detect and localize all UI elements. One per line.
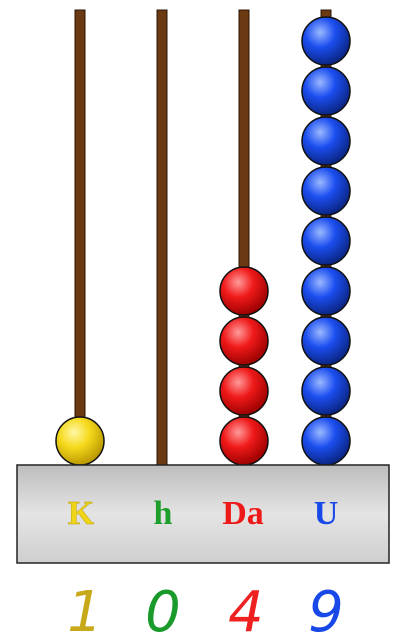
bead-u — [301, 366, 351, 416]
bead-u — [301, 216, 351, 266]
bead-u — [301, 116, 351, 166]
digit-hundreds: 0 — [145, 580, 181, 640]
column-label-k: K — [68, 495, 95, 532]
bead-u — [301, 316, 351, 366]
bead-da — [219, 416, 269, 466]
digit-thousands: 1 — [67, 580, 103, 640]
bead-u — [301, 16, 351, 66]
bead-u — [301, 66, 351, 116]
column-label-da: Da — [222, 495, 264, 532]
column-label-h: h — [154, 495, 173, 532]
bead-u — [301, 416, 351, 466]
bead-da — [219, 266, 269, 316]
beads — [55, 16, 351, 466]
bead-da — [219, 316, 269, 366]
abacus-base — [16, 464, 390, 564]
bead-da — [219, 366, 269, 416]
rods — [74, 9, 332, 467]
bead-u — [301, 166, 351, 216]
rod-k — [74, 9, 86, 467]
column-label-u: U — [314, 495, 339, 532]
digit-tens: 4 — [228, 580, 264, 640]
bead-k — [55, 416, 105, 466]
bead-u — [301, 266, 351, 316]
digit-units: 9 — [308, 580, 344, 640]
rod-h — [156, 9, 168, 467]
